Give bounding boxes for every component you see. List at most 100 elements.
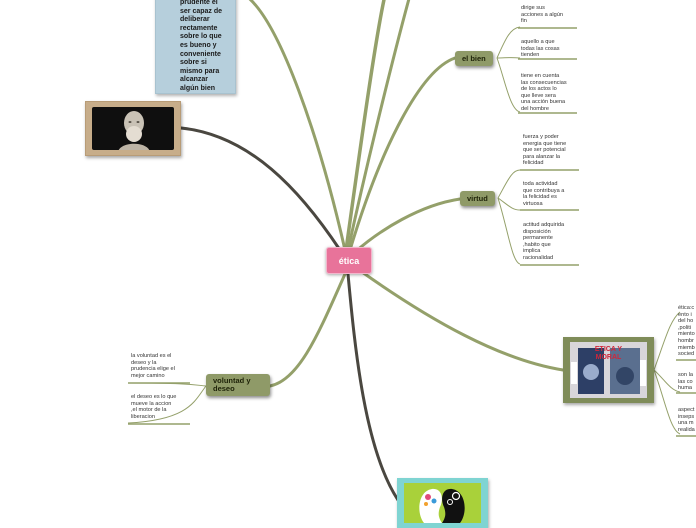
link-top-card — [248, 0, 347, 252]
leaf-line: ,el motor de la — [131, 407, 167, 414]
text-line: prudente el — [180, 0, 218, 6]
leaf-line: tiene en cuenta — [521, 73, 560, 79]
leaf-line: energia que tiene — [523, 140, 567, 147]
leaf-el-bien-1[interactable]: dirige sus acciones a algún fin — [521, 5, 563, 25]
leaf-line: la felicidad es — [523, 194, 557, 201]
text-line: algún bien — [180, 84, 215, 92]
text-line: conveniente — [180, 50, 221, 58]
text-line: miento — [678, 331, 695, 338]
leaf-line: fuerza y poder — [523, 134, 559, 140]
leaf-line: mueve la accion — [131, 400, 172, 407]
leaf-line: que contribuya a — [523, 187, 565, 194]
leaf-line: que lleve sera — [521, 92, 556, 99]
leaf-line: ,habito que — [523, 241, 551, 248]
branch-el-bien[interactable]: el bien — [455, 51, 493, 66]
branch-virtud[interactable]: virtud — [460, 191, 495, 206]
text-line: aspect — [678, 407, 695, 413]
text-line: realida — [678, 426, 695, 433]
leaf-line: que ser potencial — [523, 147, 566, 154]
link-virtud — [353, 197, 462, 254]
leaf-el-bien-2[interactable]: aquello a que todas las cosas tienden — [521, 39, 560, 59]
leaf-line: fin — [521, 18, 527, 25]
text-line: miemb — [678, 344, 695, 351]
leaf-virtud-2[interactable]: toda actividad que contribuya a la felic… — [523, 181, 564, 207]
leaf-virtud-1[interactable]: fuerza y poder energia que tiene que ser… — [523, 134, 566, 167]
link-heads — [346, 272, 400, 502]
leaf-line: el deseo es lo que — [131, 394, 177, 400]
text-line: huma — [678, 385, 692, 392]
text-line: ento i — [678, 311, 692, 318]
leaf-virtud-3[interactable]: actitud adquirida disposición permanente… — [523, 222, 564, 262]
leaf-line: aquello a que — [521, 39, 555, 45]
leaf-line: toda actividad — [523, 181, 558, 187]
aristotle-bust-image — [92, 107, 174, 150]
text-line: rectamente — [180, 24, 218, 32]
leaf-line: actitud adquirida — [523, 222, 565, 228]
link-offscreen-1 — [344, 0, 386, 252]
branch-voluntad-label-line: deseo — [213, 384, 235, 393]
leaf-line: de los actos lo — [521, 86, 557, 93]
text-line: sobre lo que — [180, 33, 222, 41]
leaf-line: disposición — [523, 228, 551, 235]
leaf-line: acciones a algún — [521, 11, 563, 18]
leaf-line: tienden — [521, 52, 540, 59]
leaf-line: todas las cosas — [521, 45, 560, 52]
leaf-line: las consecuencias — [521, 79, 567, 86]
leaf-line: implica — [523, 248, 541, 255]
text-line: alcanzar — [180, 76, 209, 84]
leaf-voluntad-1[interactable]: la voluntad es el deseo y la prudencia e… — [131, 353, 175, 379]
text-line: ,politi — [678, 324, 692, 331]
text-line: hombr — [678, 337, 694, 344]
text-line: sobre si — [180, 59, 207, 67]
leaf-line: la voluntad es el — [131, 353, 172, 359]
leaf-line: del hombre — [521, 105, 549, 112]
leaf-line: deseo y la — [131, 359, 157, 366]
text-line: una m — [678, 420, 694, 427]
branch-voluntad-y-deseo[interactable]: voluntad y deseo — [206, 374, 270, 396]
branch-virtud-label: virtud — [467, 194, 488, 203]
central-topic-label: ética — [338, 255, 360, 266]
leaf-line: mejor camino — [131, 372, 165, 379]
leaf-line: permanente — [523, 235, 553, 242]
etica-caption-line: ETICA Y — [594, 346, 623, 353]
leaf-line: prudencia elige el — [131, 366, 175, 373]
text-line: ser capaz de — [180, 7, 223, 15]
heads-image — [404, 483, 481, 523]
etica-moral-image-card[interactable]: ETICA Y MORAL — [563, 337, 654, 403]
leaf-line: una acción buena — [521, 99, 566, 106]
leaf-line: liberacion — [131, 413, 155, 420]
leaf-el-bien-3[interactable]: tiene en cuenta las consecuencias de los… — [521, 73, 567, 113]
text-line: inseps — [678, 413, 695, 420]
text-line: del ho — [678, 318, 694, 325]
link-voluntad — [268, 272, 347, 388]
aristotle-image-card[interactable] — [85, 101, 181, 156]
leaf-line: felicidad — [523, 160, 544, 167]
leaf-line: racionalidad — [523, 254, 554, 261]
branch-el-bien-label: el bien — [462, 54, 486, 63]
etica-moral-image: ETICA Y MORAL — [570, 342, 647, 398]
leaf-line: dirige sus — [521, 5, 545, 11]
heads-image-card[interactable] — [397, 478, 488, 528]
etica-moral-caption: ETICA Y MORAL — [570, 346, 647, 362]
central-topic-etica[interactable]: ética — [326, 247, 372, 274]
text-line: son la — [678, 372, 693, 378]
branch-voluntad-label-line: voluntad y — [213, 376, 251, 385]
link-offscreen-2 — [346, 0, 411, 252]
link-etica-image — [360, 270, 565, 372]
text-line: es bueno y — [180, 41, 217, 49]
link-aristotle — [179, 126, 342, 252]
leaf-line: virtuosa — [523, 200, 543, 207]
leaf-voluntad-2[interactable]: el deseo es lo que mueve la accion ,el m… — [131, 394, 176, 420]
link-el-bien — [348, 56, 457, 252]
text-line: ética:c — [678, 305, 695, 311]
text-line: socied — [678, 351, 695, 358]
